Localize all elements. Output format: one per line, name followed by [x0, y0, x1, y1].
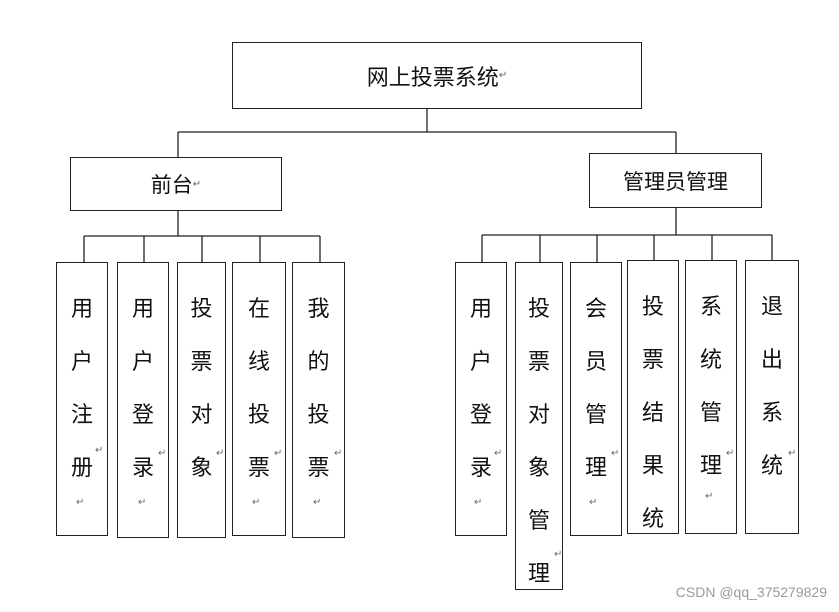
leaf-node: 用户注册 [56, 262, 108, 536]
paragraph-mark-icon: ↵ [705, 491, 714, 502]
leaf-node-label: 投票对象管理 [528, 297, 551, 587]
leaf-node: 退出系统 [745, 260, 799, 534]
paragraph-mark-icon: ↵ [589, 497, 598, 508]
leaf-node: 用户登录 [117, 262, 169, 538]
leaf-node-label: 用户登录 [470, 297, 493, 481]
paragraph-mark-icon: ↵ [95, 445, 104, 456]
paragraph-mark-icon: ↵ [726, 448, 735, 459]
leaf-node-label: 投票结果统 [642, 295, 665, 532]
paragraph-mark-icon: ↵ [76, 497, 85, 508]
leaf-node: 投票对象 [177, 262, 226, 538]
paragraph-mark-icon: ↵ [158, 448, 167, 459]
leaf-node-label: 退出系统 [761, 295, 784, 479]
leaf-node: 系统管理 [685, 260, 737, 534]
paragraph-mark-icon: ↵ [494, 448, 503, 459]
leaf-node: 我的投票 [292, 262, 345, 538]
paragraph-mark-icon: ↵ [138, 497, 147, 508]
paragraph-mark-icon: ↵ [498, 70, 508, 81]
leaf-node-label: 投票对象 [190, 297, 213, 481]
leaf-node: 在线投票 [232, 262, 286, 536]
branch-node-label: 管理员管理 [623, 169, 728, 194]
paragraph-mark-icon: ↵ [216, 448, 225, 459]
branch-node-front: 前台↵ [70, 157, 282, 211]
root-node-label: 网上投票系统 [366, 65, 499, 91]
paragraph-mark-icon: ↵ [313, 497, 322, 508]
paragraph-mark-icon: ↵ [611, 448, 620, 459]
paragraph-mark-icon: ↵ [252, 497, 261, 508]
paragraph-mark-icon: ↵ [474, 497, 483, 508]
leaf-node-label: 会员管理 [585, 297, 608, 481]
leaf-node-label: 用户登录 [132, 297, 155, 481]
leaf-node-label: 我的投票 [307, 297, 330, 481]
leaf-node-label: 在线投票 [248, 297, 271, 481]
leaf-node: 投票结果统 [627, 260, 679, 534]
branch-node-admin: 管理员管理 [589, 153, 762, 208]
watermark: CSDN @qq_375279829 [675, 584, 827, 600]
paragraph-mark-icon: ↵ [274, 448, 283, 459]
leaf-node: 用户登录 [455, 262, 507, 536]
leaf-node: 投票对象管理 [515, 262, 563, 590]
paragraph-mark-icon: ↵ [554, 549, 563, 560]
leaf-node: 会员管理 [570, 262, 622, 536]
leaf-node-label: 系统管理 [700, 295, 723, 479]
paragraph-mark-icon: ↵ [192, 178, 202, 190]
root-node: 网上投票系统↵ [232, 42, 642, 109]
paragraph-mark-icon: ↵ [334, 448, 343, 459]
leaf-node-label: 用户注册 [71, 297, 94, 481]
branch-node-label: 前台 [150, 173, 193, 197]
paragraph-mark-icon: ↵ [788, 448, 797, 459]
